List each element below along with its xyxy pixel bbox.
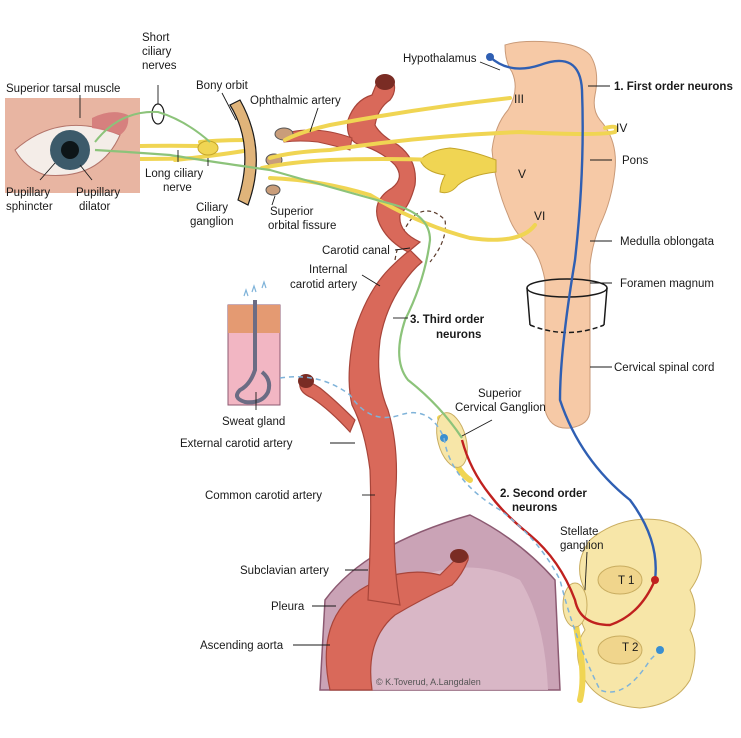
- vertebral-column: [577, 518, 702, 709]
- label-stellate-1: Stellate: [560, 526, 598, 538]
- label-long-ciliary-2: nerve: [163, 182, 192, 194]
- ophthalmic-loop-c: [265, 184, 281, 196]
- ciliary-ganglion-shape: [197, 140, 219, 156]
- label-cervical-spinal-cord: Cervical spinal cord: [614, 362, 714, 374]
- label-superior-cervical-1: Superior: [478, 388, 522, 400]
- label-pons: Pons: [622, 155, 648, 167]
- foramen-magnum-sides: [526, 287, 608, 326]
- external-carotid-opening: [298, 374, 314, 388]
- second-order-neuron-path: [460, 439, 657, 627]
- label-superior-orbital-1: Superior: [270, 206, 314, 218]
- label-cranial-iv: IV: [616, 121, 627, 135]
- label-pupillary-dilator-1: Pupillary: [76, 187, 120, 199]
- label-third-order-2: neurons: [436, 329, 481, 341]
- label-internal-carotid-1: Internal: [309, 264, 347, 276]
- label-pupillary-sphincter-2: sphincter: [6, 201, 53, 213]
- first-order-neuron-path: [489, 56, 657, 581]
- first-order-neuron-body: [486, 53, 494, 61]
- external-carotid-artery: [299, 380, 356, 434]
- label-stellate-2: ganglion: [560, 540, 603, 552]
- label-ciliary-ganglion-1: Ciliary: [196, 202, 228, 214]
- labels: Superior tarsal muscle Short ciliary ner…: [6, 32, 733, 687]
- label-t1: T 1: [618, 575, 634, 587]
- siphon-opening: [375, 74, 395, 90]
- leader-lines: [39, 61, 612, 646]
- label-second-order-1: 2. Second order: [500, 488, 587, 500]
- label-pleura: Pleura: [271, 601, 305, 613]
- label-third-order-1: 3. Third order: [410, 314, 485, 326]
- label-pupillary-dilator-2: dilator: [79, 201, 110, 213]
- third-order-neuron-path: [94, 148, 463, 439]
- sudomotor-fibers: [279, 376, 661, 693]
- ascending-aorta: [325, 553, 469, 691]
- label-short-ciliary-1: Short: [142, 32, 170, 44]
- stellate-ganglion-shape: [562, 582, 588, 628]
- short-ciliary-green: [94, 110, 211, 143]
- second-order-neuron-body: [651, 576, 659, 584]
- label-cranial-v: V: [518, 167, 526, 181]
- label-ascending-aorta: Ascending aorta: [200, 640, 284, 652]
- carotid-siphon: [346, 74, 422, 253]
- sweat-drops: [243, 280, 267, 297]
- subclavian-opening: [450, 549, 468, 563]
- brainstem: [491, 40, 616, 429]
- credit-text: © K.Toverud, A.Langdalen: [376, 677, 481, 687]
- label-external-carotid: External carotid artery: [180, 438, 293, 450]
- label-carotid-canal: Carotid canal: [322, 245, 390, 257]
- label-long-ciliary-1: Long ciliary: [145, 168, 203, 180]
- pupil: [61, 141, 79, 159]
- carotid-canal-outline: [394, 210, 447, 263]
- label-first-order: 1. First order neurons: [614, 81, 733, 93]
- label-sweat-gland: Sweat gland: [222, 416, 285, 428]
- label-internal-carotid-2: carotid artery: [290, 279, 357, 291]
- label-hypothalamus: Hypothalamus: [403, 53, 477, 65]
- label-t2: T 2: [622, 642, 638, 654]
- label-pupillary-sphincter-1: Pupillary: [6, 187, 50, 199]
- foramen-magnum-bottom: [529, 324, 605, 334]
- label-subclavian: Subclavian artery: [240, 565, 329, 577]
- bony-orbit: [229, 99, 257, 206]
- label-ophthalmic-artery: Ophthalmic artery: [250, 95, 341, 107]
- trigeminal-nerve: [419, 147, 497, 194]
- superior-cervical-ganglion-shape: [436, 412, 468, 468]
- label-ciliary-ganglion-2: ganglion: [190, 216, 233, 228]
- label-short-ciliary-2: ciliary: [142, 46, 172, 58]
- label-cranial-vi: VI: [534, 209, 545, 223]
- label-medulla: Medulla oblongata: [620, 236, 715, 248]
- label-foramen-magnum: Foramen magnum: [620, 278, 714, 290]
- label-common-carotid: Common carotid artery: [205, 490, 322, 502]
- label-cranial-iii: III: [514, 92, 524, 106]
- label-superior-orbital-2: orbital fissure: [268, 220, 336, 232]
- common-carotid-artery: [348, 249, 423, 606]
- sweat-gland-duct: [234, 300, 272, 405]
- label-second-order-2: neurons: [512, 502, 557, 514]
- t2-neuron-body: [656, 646, 664, 654]
- label-bony-orbit: Bony orbit: [196, 80, 249, 92]
- label-short-ciliary-3: nerves: [142, 60, 177, 72]
- tarsal-muscle-shape: [92, 112, 129, 135]
- label-superior-cervical-2: Cervical Ganglion: [455, 402, 546, 414]
- label-superior-tarsal-muscle: Superior tarsal muscle: [6, 83, 120, 95]
